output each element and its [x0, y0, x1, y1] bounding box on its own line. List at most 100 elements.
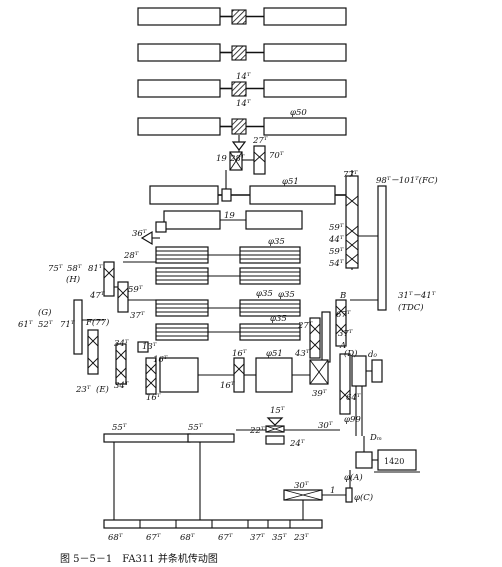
diameter-50-label: φ50	[290, 108, 307, 118]
top-roller-row-3: 14ᵀ 14ᵀ	[137, 72, 347, 109]
motor-assembly: Dₘ 1420 φ(A)	[344, 433, 420, 492]
gear-39t-label: 39ᵀ	[312, 389, 327, 399]
drafting-rollers-fourth: φ35	[155, 314, 301, 341]
diameter-99-label: φ99	[344, 415, 361, 425]
left-gear-train-h: 75ᵀ 58ᵀ 81ᵀ (H) 47ᵀ 59ᵀ 37ᵀ	[48, 261, 156, 321]
gear-47t-label: 47ᵀ	[89, 291, 105, 301]
gear-70t-label: 70ᵀ	[269, 151, 284, 161]
drafting-rollers-third: φ35	[155, 290, 301, 317]
bevel-36t: 36ᵀ	[132, 221, 167, 246]
gear-59t-label-b: 59ᵀ	[329, 247, 344, 257]
gear-37t-label-c: 37ᵀ	[250, 533, 265, 543]
gear-67t-label-b: 67ᵀ	[146, 533, 161, 543]
gear-19-label-b: 19	[224, 211, 235, 221]
gear-52t-label: 52ᵀ	[38, 320, 53, 330]
gear-16t-label-c: 16ᵀ	[146, 393, 161, 403]
gear-54t-label: 54ᵀ	[329, 259, 344, 269]
gear-14t-label-a: 14ᵀ	[236, 72, 251, 82]
g-label: (G)	[38, 307, 51, 318]
gear-23t-label-a: 23ᵀ	[75, 385, 91, 395]
upper-bevel-gear-train: 27ᵀ 70ᵀ 19 28ᵀ	[216, 135, 284, 193]
gear-19-label-a: 19	[216, 154, 227, 164]
figure-caption: 图 5－5－1 FA311 并条机传动图	[60, 552, 218, 565]
a-label: A	[339, 341, 346, 351]
d-label: (D)	[344, 348, 357, 359]
lower-left-gears: 34ᵀ 13ᵀ 16ᵀ 16ᵀ φ51 34ᵀ 16ᵀ 16ᵀ	[114, 339, 310, 403]
diameter-35-label-b: φ35	[256, 289, 273, 299]
gear-37t-label-b: 37ᵀ	[338, 329, 353, 339]
lower-bevel-gears: 15ᵀ 22ᵀ 30ᵀ 24ᵀ φ99	[236, 406, 361, 449]
gear-75t-label: 75ᵀ	[48, 264, 63, 274]
right-gear-stack: 77ᵀ 59ᵀ 44ᵀ 59ᵀ 54ᵀ	[328, 170, 359, 270]
gear-98-101-fc-label: 98ᵀ－101ᵀ(FC)	[376, 175, 438, 186]
worm-30t: 30ᵀ 1 φ(C)	[283, 481, 373, 520]
left-gear-train-g: (G) 61ᵀ 52ᵀ 71ᵀ F(77) 23ᵀ (E)	[18, 299, 109, 395]
gear-28t-label-b: 28ᵀ	[123, 251, 139, 261]
gear-16t-label-d: 16ᵀ	[220, 381, 235, 391]
gear-68t-label-a: 68ᵀ	[108, 533, 123, 543]
bottom-coiler-gears: 68ᵀ 67ᵀ 68ᵀ 67ᵀ 37ᵀ 35ᵀ 23ᵀ	[103, 519, 323, 543]
gear-35t-label: 35ᵀ	[272, 533, 287, 543]
pulley-c-label: φ(C)	[354, 492, 373, 503]
middle-roller-19: 19	[163, 210, 303, 230]
gear-16t-label-a: 16ᵀ	[153, 355, 168, 365]
gear-44t-label: 44ᵀ	[328, 235, 344, 245]
top-roller-row-4: φ50	[137, 108, 347, 136]
gear-55t-shafts: 55ᵀ 55ᵀ	[103, 423, 235, 520]
gear-59t-label-c: 59ᵀ	[128, 285, 143, 295]
diameter-51-label-a: φ51	[282, 177, 299, 187]
gear-71t-label: 71ᵀ	[60, 320, 75, 330]
diameter-35-label-c: φ35	[278, 290, 295, 300]
gear-34t-label-a: 34ᵀ	[114, 339, 129, 349]
d0-label: d₀	[368, 350, 377, 360]
diameter-51-label-b: φ51	[266, 349, 283, 359]
gear-55t-label-a: 55ᵀ	[112, 423, 127, 433]
gear-81t-label: 81ᵀ	[88, 264, 103, 274]
gear-27t-label-b: 27ᵀ	[297, 321, 313, 331]
middle-roller-phi51: φ51	[149, 177, 346, 205]
gear-22t-label: 22ᵀ	[249, 426, 265, 436]
gear-30t-label-b: 30ᵀ	[294, 481, 309, 491]
gear-67t-label-c: 67ᵀ	[218, 533, 233, 543]
gear-15t-label: 15ᵀ	[270, 406, 285, 416]
gear-13t-label: 13ᵀ	[142, 342, 157, 352]
dm-label: Dₘ	[369, 433, 382, 443]
drafting-rollers-second: φ35	[155, 267, 301, 299]
gear-55t-label-b: 55ᵀ	[188, 423, 203, 433]
f77-label: F(77)	[85, 317, 109, 328]
b-label: B	[339, 291, 346, 301]
gear-30t-label-a: 30ᵀ	[318, 421, 333, 431]
gear-24t-label: 24ᵀ	[289, 439, 305, 449]
gear-31-41-label: 31ᵀ－41ᵀ	[398, 291, 436, 301]
gear-59t-label-a: 59ᵀ	[329, 223, 344, 233]
gear-68t-label-b: 68ᵀ	[180, 533, 195, 543]
gear-34t-label-b: 34ᵀ	[114, 381, 129, 391]
gear-16t-label-b: 16ᵀ	[232, 349, 247, 359]
gear-77t-label: 77ᵀ	[343, 170, 358, 180]
pulley-a-label: φ(A)	[344, 472, 363, 483]
gear-67t-label-a: 67ᵀ	[336, 310, 351, 320]
h-label: (H)	[66, 274, 80, 285]
gear-27t-label: 27ᵀ	[252, 136, 268, 146]
gear-23t-label-b: 23ᵀ	[293, 533, 309, 543]
gear-37t-label-a: 37ᵀ	[130, 311, 145, 321]
top-roller-row-1	[137, 7, 347, 26]
e-label: (E)	[96, 384, 109, 395]
gear-64t-label: 64ᵀ	[346, 393, 361, 403]
motor-speed-label: 1420	[384, 457, 404, 466]
gear-58t-label: 58ᵀ	[67, 264, 82, 274]
tdc-label: (TDC)	[398, 302, 424, 313]
right-centre-gears: B 67ᵀ 27ᵀ 37ᵀ A 43ᵀ 39ᵀ 64ᵀ	[294, 291, 378, 415]
gear-14t-label-b: 14ᵀ	[236, 99, 251, 109]
gear-43t-label: 43ᵀ	[294, 349, 310, 359]
gear-36t-label: 36ᵀ	[132, 229, 147, 239]
change-gear-column: 98ᵀ－101ᵀ(FC) 31ᵀ－41ᵀ (TDC)	[358, 175, 438, 313]
diameter-35-label-a: φ35	[268, 237, 285, 247]
d-pulley: (D) d₀	[344, 348, 383, 436]
ratio-1-label: 1	[330, 486, 335, 496]
gear-28t-label-a: 28ᵀ	[229, 154, 245, 164]
drafting-rollers-upper: φ35 28ᵀ	[123, 237, 301, 264]
gear-61t-label: 61ᵀ	[18, 320, 33, 330]
diameter-35-label-d: φ35	[270, 314, 287, 324]
